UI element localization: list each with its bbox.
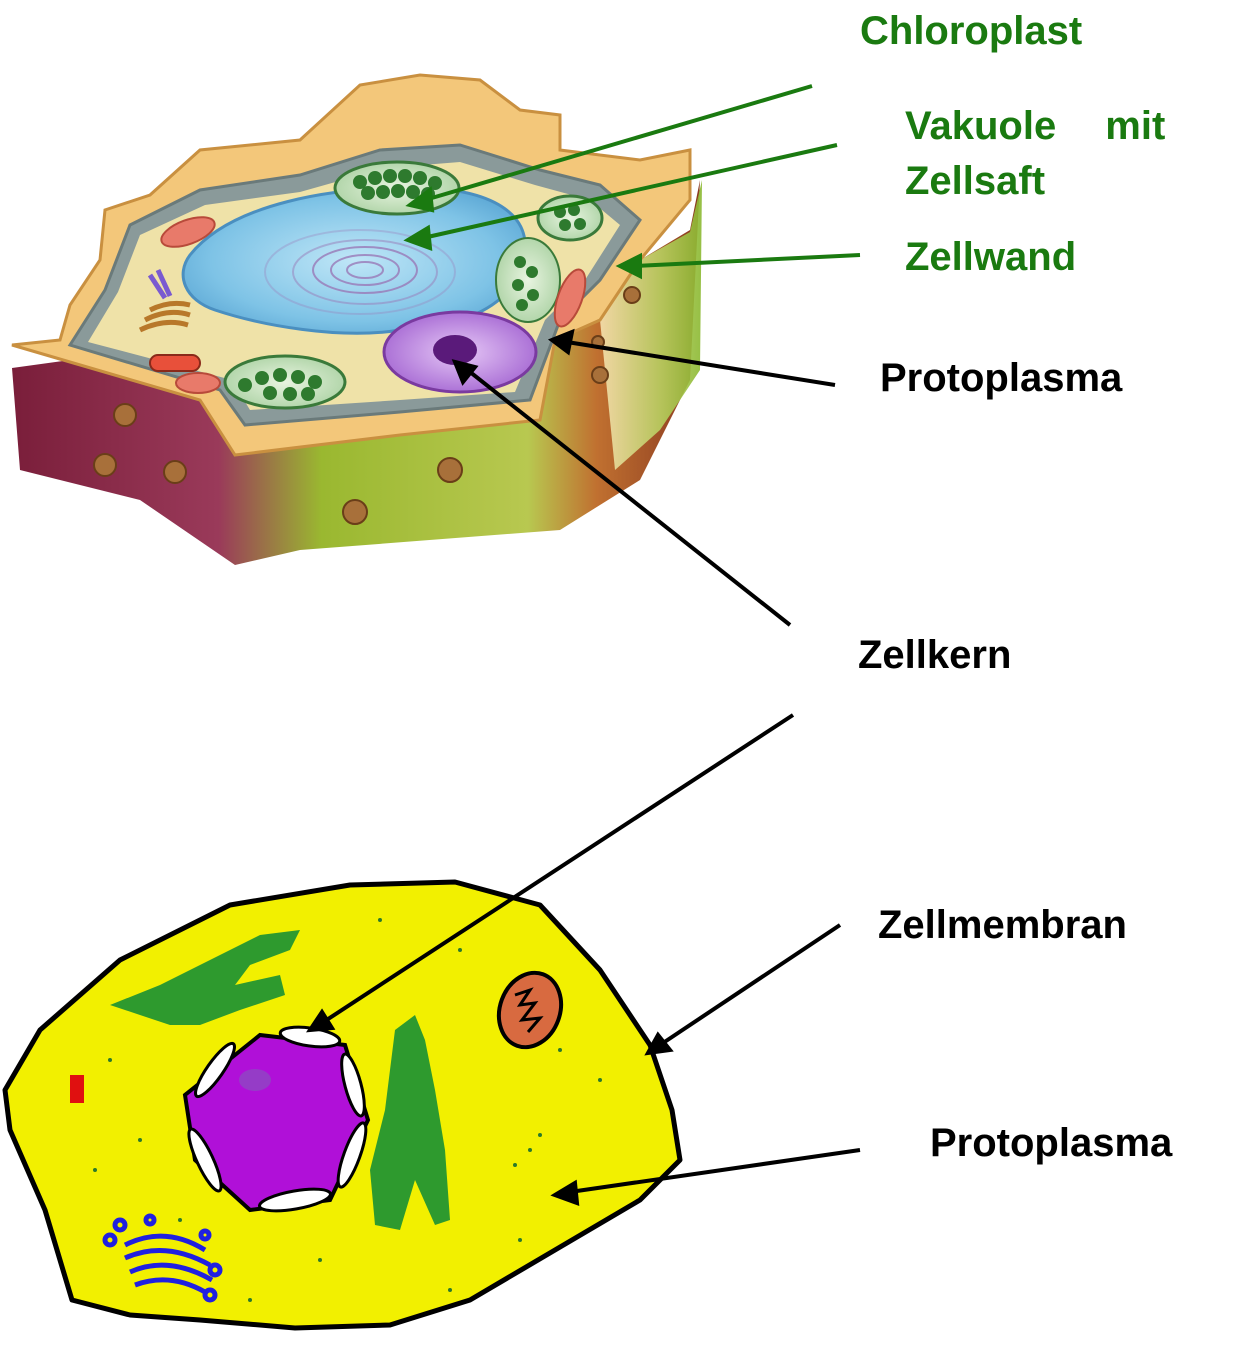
label-zellmembran: Zellmembran [878, 902, 1127, 948]
label-protoplasma-top: Protoplasma [880, 355, 1122, 401]
animal-cell [5, 882, 680, 1328]
animal-red-mark [70, 1075, 84, 1103]
label-zellwand: Zellwand [905, 234, 1076, 280]
plant-chloroplast-top [335, 162, 459, 214]
plant-chloroplast-right [538, 196, 602, 240]
label-chloroplast: Chloroplast [860, 8, 1082, 54]
plant-chloroplast-mid [496, 238, 560, 322]
plant-nucleus [384, 312, 536, 392]
label-vakuole-line1: Vakuole mit [905, 103, 1165, 149]
arrow-zellmembran [660, 925, 840, 1045]
arrowhead-zellmembran [648, 1035, 670, 1053]
label-protoplasma-bottom: Protoplasma [930, 1120, 1172, 1166]
label-vakuole-line2: Zellsaft [905, 158, 1045, 204]
label-zellkern: Zellkern [858, 632, 1011, 678]
plant-chloroplast-bottom [225, 356, 345, 408]
